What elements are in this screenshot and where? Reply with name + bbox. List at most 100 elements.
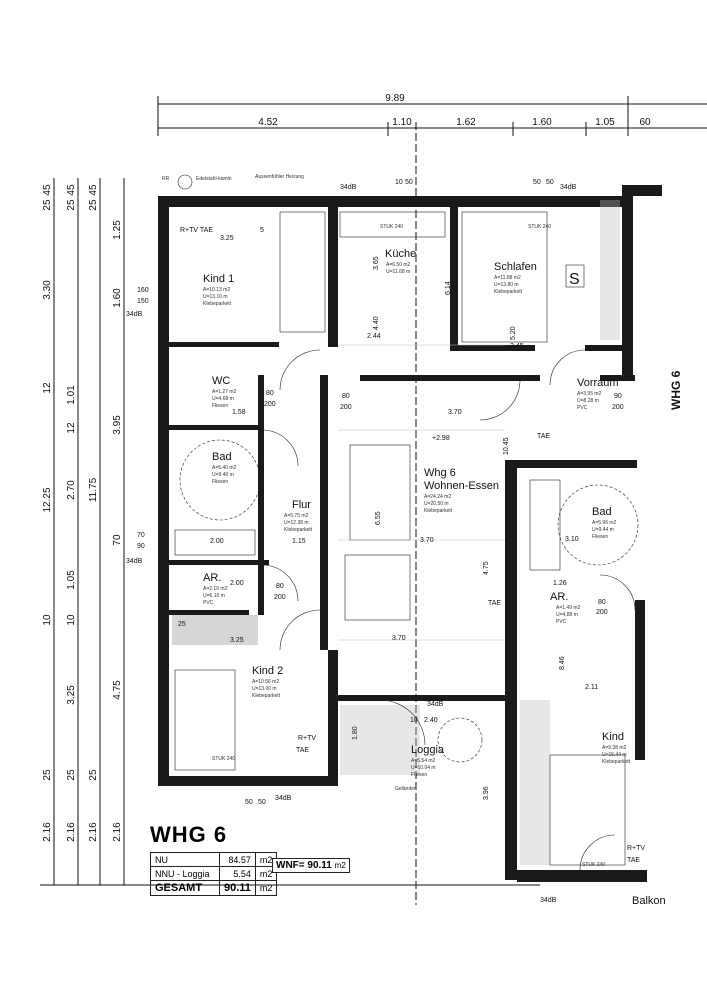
svg-text:U=9.44 m: U=9.44 m bbox=[592, 527, 614, 533]
dim-l2-d: 12 bbox=[66, 422, 77, 434]
db-label-2: 34dB bbox=[560, 184, 577, 191]
dim-top-3: 1.62 bbox=[456, 117, 476, 128]
top-dimensions: 9.89 4.52 1.10 1.62 1.60 1.05 60 bbox=[157, 93, 707, 905]
room-labels: Kind 1 A=10.13 m2 U=13.10 m Klebeparkett… bbox=[203, 235, 631, 778]
room-flur: Flur A=5.75 m2 U=12.38 m Klebeparkett 1.… bbox=[284, 499, 313, 545]
svg-text:U=9.40 m: U=9.40 m bbox=[212, 472, 234, 478]
dim-l2-i: 25 bbox=[66, 769, 77, 781]
dim-l3-e: 2.16 bbox=[88, 822, 99, 842]
tae-label-3: TAE bbox=[627, 857, 640, 864]
dim-l3-b: 25 bbox=[88, 199, 99, 211]
room-kind-1: Kind 1 A=10.13 m2 U=13.10 m Klebeparkett… bbox=[203, 235, 234, 307]
tae-label-2: TAE bbox=[488, 600, 501, 607]
val-80-b: 80 bbox=[342, 393, 350, 400]
s-symbol-box bbox=[565, 264, 585, 288]
val-440: 4.40 bbox=[373, 316, 380, 330]
dim-l2-a: 45 bbox=[66, 184, 77, 196]
svg-text:A=5.96 m2: A=5.96 m2 bbox=[592, 520, 617, 526]
edelstahl-label: Edelstahl-kamin bbox=[196, 176, 232, 182]
wnf-value: 90.11 bbox=[307, 860, 332, 871]
svg-text:3.10: 3.10 bbox=[565, 536, 579, 543]
wnf-label: WNF= bbox=[276, 860, 305, 871]
tae-label-1: TAE bbox=[296, 747, 309, 754]
dim-l1-d: 12 bbox=[42, 382, 53, 394]
dim-l2-b: 25 bbox=[66, 199, 77, 211]
svg-text:Schlafen: Schlafen bbox=[494, 261, 537, 273]
svg-text:A=6.50 m2: A=6.50 m2 bbox=[386, 262, 411, 268]
whg6-side-label: WHG 6 bbox=[669, 370, 683, 410]
val-150: 150 bbox=[137, 298, 149, 305]
svg-text:PVC: PVC bbox=[577, 405, 588, 411]
balkon-label: Balkon bbox=[632, 895, 666, 907]
room-kueche: Küche A=6.50 m2 U=11.68 m 2.44 bbox=[367, 248, 416, 340]
val-365: 3.65 bbox=[373, 256, 380, 270]
row-label: NNU - Loggia bbox=[150, 866, 220, 881]
val-614: 6.14 bbox=[445, 281, 452, 295]
room-wohnen-essen: Whg 6 Wohnen-Essen A=24.24 m2 U=20.50 m … bbox=[392, 467, 499, 642]
table-row: NU 84.57 m2 bbox=[150, 852, 278, 867]
dim-l2-c: 1.01 bbox=[66, 385, 77, 405]
val-200-a: 200 bbox=[264, 401, 276, 408]
dim-l4-e: 4.75 bbox=[112, 680, 123, 700]
svg-text:Klebeparkett: Klebeparkett bbox=[203, 301, 232, 307]
dim-l2-h: 3.25 bbox=[66, 685, 77, 705]
total-value: 90.11 bbox=[219, 880, 256, 896]
dim-l4-f: 2.16 bbox=[112, 822, 123, 842]
svg-text:1.15: 1.15 bbox=[292, 538, 306, 545]
svg-text:U=11.68 m: U=11.68 m bbox=[386, 269, 410, 275]
svg-text:U=20.50 m: U=20.50 m bbox=[424, 501, 449, 507]
svg-text:1.26: 1.26 bbox=[553, 580, 567, 587]
val-50-b: 50 bbox=[533, 179, 541, 186]
height-spot: +2.98 bbox=[432, 435, 450, 442]
dim-l4-c: 3.95 bbox=[112, 415, 123, 435]
svg-text:Fliesen: Fliesen bbox=[592, 534, 608, 540]
svg-text:U=13.00 m: U=13.00 m bbox=[252, 686, 277, 692]
aussenfuehler-label: Aussenfühler Heizung bbox=[255, 174, 304, 180]
val-240: 2.40 bbox=[424, 717, 438, 724]
hatch-areas bbox=[172, 200, 620, 865]
val-475: 4.75 bbox=[483, 561, 490, 575]
dim-top-6: 60 bbox=[639, 117, 651, 128]
db-label-7: 34dB bbox=[540, 897, 557, 904]
dim-l1-h: 2.16 bbox=[42, 822, 53, 842]
wnf-unit: m2 bbox=[334, 861, 346, 870]
dim-l1-f: 10 bbox=[42, 614, 53, 626]
db-label-5: 34dB bbox=[275, 795, 292, 802]
svg-text:U=10.04 m: U=10.04 m bbox=[411, 765, 436, 771]
row-value: 84.57 bbox=[219, 852, 256, 867]
s-symbol: S bbox=[569, 271, 580, 288]
summary-title: WHG 6 bbox=[150, 822, 228, 847]
db-label-3: 34dB bbox=[126, 311, 143, 318]
dim-l2-f: 1.05 bbox=[66, 570, 77, 590]
rr-label: RR bbox=[162, 176, 170, 182]
svg-text:PVC: PVC bbox=[556, 619, 567, 625]
svg-text:1.58: 1.58 bbox=[232, 409, 246, 416]
svg-text:A=9.38 m2: A=9.38 m2 bbox=[602, 745, 627, 751]
total-unit: m2 bbox=[254, 880, 278, 896]
svg-text:A=5.54 m2: A=5.54 m2 bbox=[411, 758, 436, 764]
val-396: 3.96 bbox=[483, 786, 490, 800]
val-520: 5.20 bbox=[510, 326, 517, 340]
svg-text:A=11.88 m2: A=11.88 m2 bbox=[494, 275, 521, 281]
val-10-a: 10 bbox=[395, 179, 403, 186]
svg-text:2.00: 2.00 bbox=[210, 538, 224, 545]
dim-l4-b: 1.60 bbox=[112, 288, 123, 308]
room-loggia: Loggia A=5.54 m2 U=10.04 m Fliesen bbox=[411, 744, 445, 778]
dim-l1-g: 25 bbox=[42, 769, 53, 781]
svg-text:U=8.28 m: U=8.28 m bbox=[577, 398, 599, 404]
svg-text:U=4.68 m: U=4.68 m bbox=[212, 396, 234, 402]
chimney-icon bbox=[177, 174, 193, 190]
val-5: 5 bbox=[260, 227, 264, 234]
svg-text:Wohnen-Essen: Wohnen-Essen bbox=[424, 480, 499, 492]
val-180: 1.80 bbox=[352, 726, 359, 740]
svg-text:Fliesen: Fliesen bbox=[212, 403, 228, 409]
rtv-label-1: R+TV bbox=[298, 735, 316, 742]
val-90-a: 90 bbox=[614, 393, 622, 400]
svg-text:Klebeparkett: Klebeparkett bbox=[602, 759, 631, 765]
dim-l3-a: 45 bbox=[88, 184, 99, 196]
svg-text:PVC: PVC bbox=[203, 600, 214, 606]
svg-text:2.45: 2.45 bbox=[510, 343, 524, 350]
dim-l2-g: 10 bbox=[66, 614, 77, 626]
room-wc: WC A=1.27 m2 U=4.68 m Fliesen 1.58 bbox=[212, 375, 246, 416]
